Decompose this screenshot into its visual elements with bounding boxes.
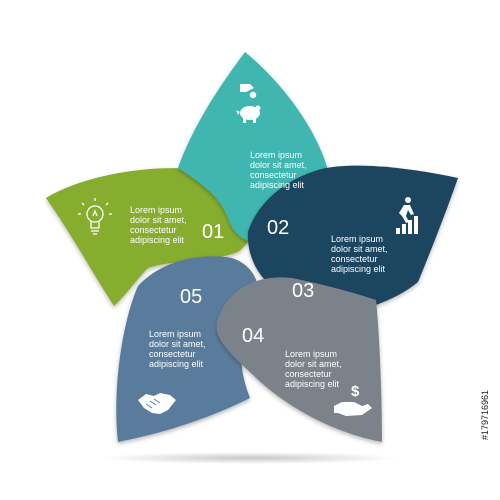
hand-holding-dollar-icon: $ (334, 383, 372, 416)
step-04-line-3: consectetur (285, 369, 332, 379)
petal-01 (46, 168, 256, 306)
piggy-bank-coin-icon (236, 84, 261, 123)
step-01-line-1: Lorem ipsum (130, 205, 182, 215)
step-01-number: 01 (202, 221, 224, 243)
step-02-line-4: adipiscing elit (250, 180, 305, 190)
svg-text:$: $ (351, 383, 360, 400)
petal-04 (216, 277, 382, 442)
step-02-number: 02 (267, 217, 289, 239)
step-05-line-2: dolor sit amet, (149, 339, 206, 349)
step-04-number: 04 (242, 325, 264, 347)
step-05-line-1: Lorem ipsum (149, 329, 201, 339)
step-04-text: Lorem ipsum dolor sit amet, consectetur … (285, 349, 342, 389)
floor-shadow (100, 452, 400, 464)
step-01-text: Lorem ipsum dolor sit amet, consectetur … (130, 205, 187, 245)
handshake-icon (138, 393, 176, 414)
step-05-line-3: consectetur (149, 349, 196, 359)
step-04-line-4: adipiscing elit (285, 379, 340, 389)
step-04-line-2: dolor sit amet, (285, 359, 342, 369)
step-05-number: 05 (180, 286, 202, 308)
petal-03 (247, 165, 458, 312)
step-01-line-3: consectetur (130, 225, 177, 235)
step-03-line-4: adipiscing elit (331, 264, 386, 274)
stock-id-watermark: #179716961 (480, 390, 490, 440)
step-05-text: Lorem ipsum dolor sit amet, consectetur … (149, 329, 206, 369)
step-05-line-4: adipiscing elit (149, 359, 204, 369)
step-02-line-1: Lorem ipsum (250, 150, 302, 160)
step-02-line-3: consectetur (250, 170, 297, 180)
step-02-line-2: dolor sit amet, (250, 160, 307, 170)
lightbulb-icon (78, 198, 112, 235)
step-02-text: Lorem ipsum dolor sit amet, consectetur … (250, 150, 307, 190)
step-01-line-2: dolor sit amet, (130, 215, 187, 225)
step-03-number: 03 (292, 280, 314, 302)
step-01-line-4: adipiscing elit (130, 235, 185, 245)
step-03-line-2: dolor sit amet, (331, 244, 388, 254)
person-climbing-stairs-icon (396, 197, 418, 234)
step-04-line-1: Lorem ipsum (285, 349, 337, 359)
step-03-line-3: consectetur (331, 254, 378, 264)
step-03-text: Lorem ipsum dolor sit amet, consectetur … (331, 234, 388, 274)
step-03-line-1: Lorem ipsum (331, 234, 383, 244)
